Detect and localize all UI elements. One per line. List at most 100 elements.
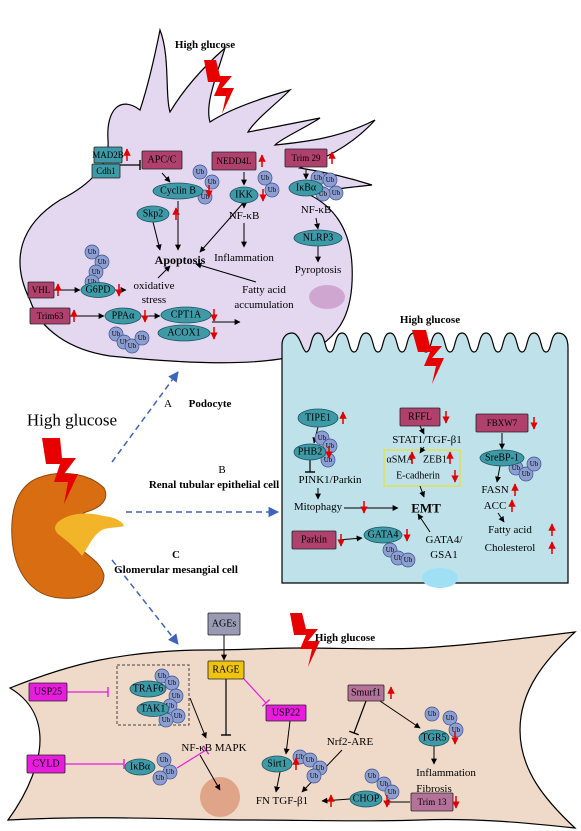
ub-circle (306, 768, 322, 784)
ub-circle (154, 668, 170, 684)
zeb1: ZEB1 (423, 455, 447, 466)
ub-circle (384, 784, 400, 800)
ub-label: Ub (88, 248, 97, 256)
trim29: Trim 29 (292, 153, 321, 163)
skp2: Skp2 (143, 209, 164, 220)
smurf1-box (347, 684, 385, 702)
sirt1-oval (261, 755, 293, 773)
arrow (283, 720, 291, 755)
podo-ikba: IκBα (296, 183, 317, 194)
gata4-gsa1-line2: GSA1 (430, 549, 458, 561)
podo-apoptosis: Apoptosis (155, 253, 206, 267)
cyld: CYLD (32, 759, 59, 770)
ub-label: Ub (88, 278, 97, 286)
ub-label: Ub (428, 710, 437, 718)
ikk-oval (229, 186, 259, 204)
ub-label: Ub (268, 186, 277, 194)
kidney-shape (11, 472, 107, 599)
ub-label: Ub (512, 464, 521, 472)
podocyte-nucleus (309, 285, 345, 309)
lightning-icon (204, 60, 234, 114)
cpt1a: CPT1A (171, 310, 202, 321)
ub-label: Ub (166, 702, 175, 710)
ub-label: Ub (324, 456, 333, 464)
nfkb-mapk: NF-κB MAPK (181, 742, 246, 754)
traf6-oval (129, 680, 167, 698)
ub-circle (442, 710, 458, 726)
ppaa-oval (104, 307, 142, 325)
usp25-box (28, 682, 68, 702)
usp22: USP22 (272, 708, 300, 719)
ub-circle (264, 182, 280, 198)
section-b-letter: B (218, 464, 225, 476)
cdh1: Cdh1 (96, 166, 116, 176)
ub-circle (322, 172, 338, 188)
ub-label: Ub (162, 716, 171, 724)
g6pd-oval (80, 282, 116, 298)
nedd4l-box (211, 151, 257, 171)
ub-circle (152, 770, 168, 786)
ub-label: Ub (332, 189, 341, 197)
ub-label: Ub (314, 174, 323, 182)
mitophagy: Mitophagy (294, 501, 343, 513)
section-a-title: Podocyte (189, 398, 232, 410)
mes-inflammation: Inflammation (416, 767, 476, 779)
ub-label: Ub (368, 772, 377, 780)
nrf2-are: Nrf2-ARE (327, 736, 374, 748)
ub-label: Ub (196, 168, 205, 176)
g6pd: G6PD (85, 285, 110, 296)
mesangial-nucleus (200, 777, 240, 817)
acox1-oval (157, 324, 211, 342)
ub-circle (518, 466, 534, 482)
arrow (199, 754, 221, 791)
vhl: VHL (32, 285, 51, 295)
ub-label: Ub (452, 726, 461, 734)
rffl-box (399, 407, 441, 427)
gata4: GATA4 (368, 530, 399, 541)
fasn: FASN (481, 484, 508, 496)
section-c-letter: C (172, 549, 180, 561)
section-c-title: Glomerular mesangial cell (114, 564, 238, 576)
ages-box (207, 612, 241, 636)
ub-label: Ub (174, 712, 183, 720)
ub-label: Ub (168, 679, 177, 687)
podo-inflammation: Inflammation (214, 252, 274, 264)
ages: AGEs (212, 619, 237, 630)
ub-label: Ub (530, 460, 539, 468)
trim29-box (284, 148, 328, 168)
ub-label: Ub (318, 434, 327, 442)
emt: EMT (411, 501, 441, 516)
gata4-gsa1-line1: GATA4/ (425, 534, 463, 546)
phb2: PHB2 (298, 447, 322, 458)
arrow (189, 697, 207, 739)
fbxw7: FBXW7 (487, 418, 518, 428)
rage-box (207, 660, 245, 680)
podo-fatty: Fatty acid (242, 284, 286, 296)
inhibit-line (176, 749, 207, 769)
ub-label: Ub (120, 338, 129, 346)
arrow (314, 217, 320, 230)
cyld-box (26, 754, 66, 774)
mes-ikba: IκBα (130, 762, 151, 773)
ub-label: Ub (316, 764, 325, 772)
ub-circle (257, 170, 273, 186)
rage: RAGE (212, 665, 239, 676)
mad2b-box (93, 146, 123, 164)
ub-label: Ub (446, 714, 455, 722)
ub-label: Ub (98, 258, 107, 266)
ikk: IKK (235, 190, 254, 201)
nedd4l: NEDD4L (217, 156, 252, 166)
section-b-title: Renal tubular epithelial cell (149, 479, 279, 491)
ub-label: Ub (388, 788, 397, 796)
kidney-pelvis (55, 513, 124, 556)
skp2-oval (136, 205, 170, 223)
ub-label: Ub (326, 176, 335, 184)
ub-label: Ub (306, 756, 315, 764)
arrow (497, 512, 505, 523)
cyclin-b-oval (152, 182, 204, 200)
tgr5: TGR5 (422, 733, 447, 744)
ub-label: Ub (394, 554, 403, 562)
high-glucose-label-tubular: High glucose (400, 314, 460, 326)
acc: ACC (484, 500, 507, 512)
inhibit-bar (349, 730, 359, 736)
